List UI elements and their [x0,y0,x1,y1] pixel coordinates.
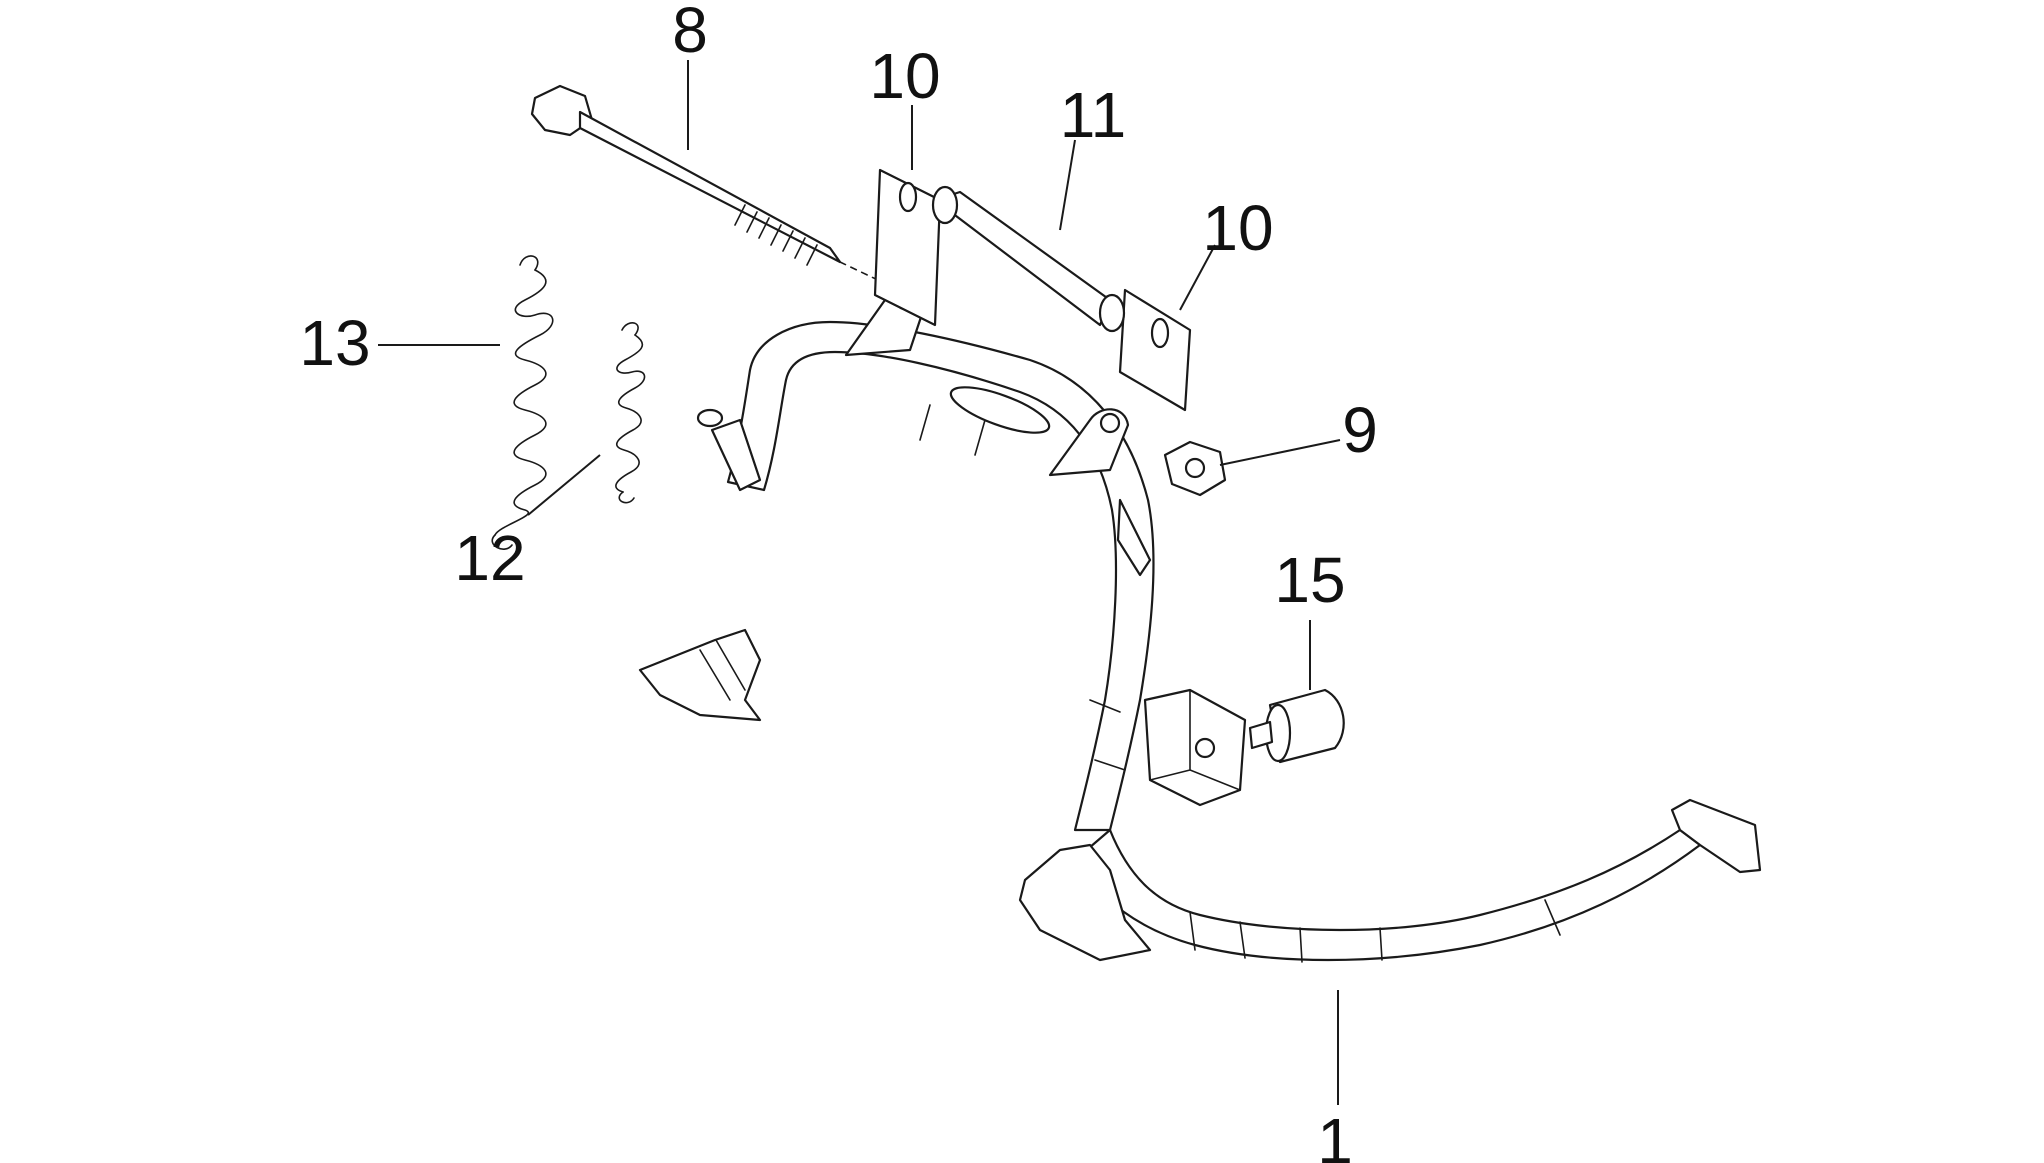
callout-10-right: 10 [1202,192,1273,264]
callout-9: 9 [1342,394,1378,466]
center-stand-frame [638,288,1762,963]
pivot-bolt [530,84,921,301]
leader-lines [378,60,1341,1105]
washer-right [1118,288,1192,412]
callouts: 8 10 11 10 9 13 12 15 1 [299,0,1377,1163]
callout-1: 1 [1317,1105,1353,1163]
callout-10-left: 10 [869,40,940,112]
return-spring-large [491,255,554,550]
rubber-stopper [1248,688,1345,764]
pivot-sleeve [931,185,1126,333]
callout-11: 11 [1060,79,1126,151]
callout-13: 13 [299,307,370,379]
callout-12: 12 [454,522,525,594]
washer-left [873,168,942,327]
callout-15: 15 [1274,544,1345,616]
callout-8: 8 [672,0,708,66]
nut [1163,440,1227,497]
return-spring-small [615,322,646,504]
